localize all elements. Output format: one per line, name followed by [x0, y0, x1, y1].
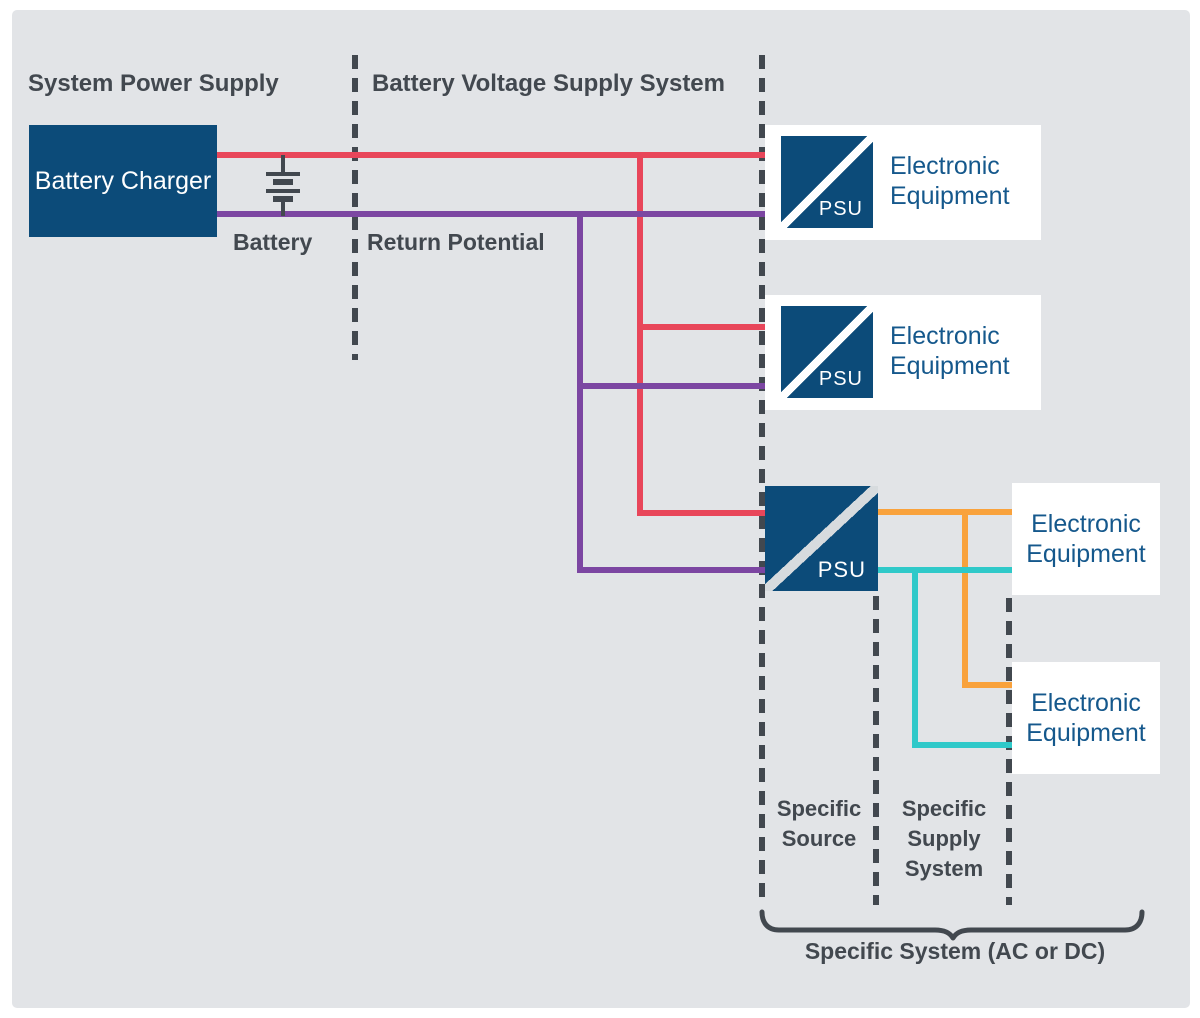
dashed-divider-battery-voltage	[352, 55, 358, 360]
wire-return-branch-psu3	[580, 567, 767, 573]
wire-teal-drop	[912, 567, 918, 748]
battery-charger-node: Battery Charger	[29, 125, 217, 237]
dashed-divider-specific-supply	[873, 596, 879, 905]
specific-source-label: Specific Source	[776, 796, 862, 851]
wire-positive-branch-psu2	[640, 324, 767, 330]
wire-positive-branch-psu3	[640, 510, 767, 516]
wire-positive-drop	[637, 152, 643, 516]
dashed-divider-specific-system-right	[1006, 598, 1012, 905]
equipment-label-4: Electronic Equipment	[1026, 689, 1146, 747]
psu-icon-1: PSU	[781, 136, 873, 228]
battery-charger-label: Battery Charger	[34, 166, 212, 195]
wire-return-main	[217, 211, 765, 217]
dashed-divider-specific-source	[759, 55, 765, 905]
brace-icon	[759, 909, 1145, 941]
wire-orange-branch	[965, 682, 1012, 688]
wire-orange-feed	[878, 509, 1012, 515]
psu-label-2: PSU	[818, 368, 863, 390]
wire-return-branch-psu2	[580, 383, 767, 389]
psu-icon-3: PSU	[765, 486, 878, 591]
equipment-card-4: Electronic Equipment	[1012, 662, 1160, 774]
wire-teal-branch	[915, 742, 1012, 748]
specific-supply-system-label: Specific Supply System	[901, 796, 987, 881]
battery-label: Battery	[233, 229, 313, 255]
specific-system-label: Specific System (AC or DC)	[804, 938, 1106, 964]
wire-orange-drop	[962, 509, 968, 688]
equipment-card-3: Electronic Equipment	[1012, 483, 1160, 595]
region-label-system-power-supply: System Power Supply	[28, 70, 279, 97]
equipment-label-2: Electronic Equipment	[890, 322, 1010, 380]
wire-teal-feed	[878, 567, 1012, 573]
equipment-label-1: Electronic Equipment	[890, 152, 1010, 210]
equipment-label-3: Electronic Equipment	[1026, 510, 1146, 568]
region-label-battery-voltage-supply-system: Battery Voltage Supply System	[372, 70, 725, 97]
psu-label-1: PSU	[818, 198, 863, 220]
return-potential-label: Return Potential	[367, 229, 545, 255]
psu-icon-2: PSU	[781, 306, 873, 398]
psu-label-3: PSU	[817, 557, 866, 582]
wire-positive-main	[217, 152, 765, 158]
wire-return-drop	[577, 211, 583, 573]
